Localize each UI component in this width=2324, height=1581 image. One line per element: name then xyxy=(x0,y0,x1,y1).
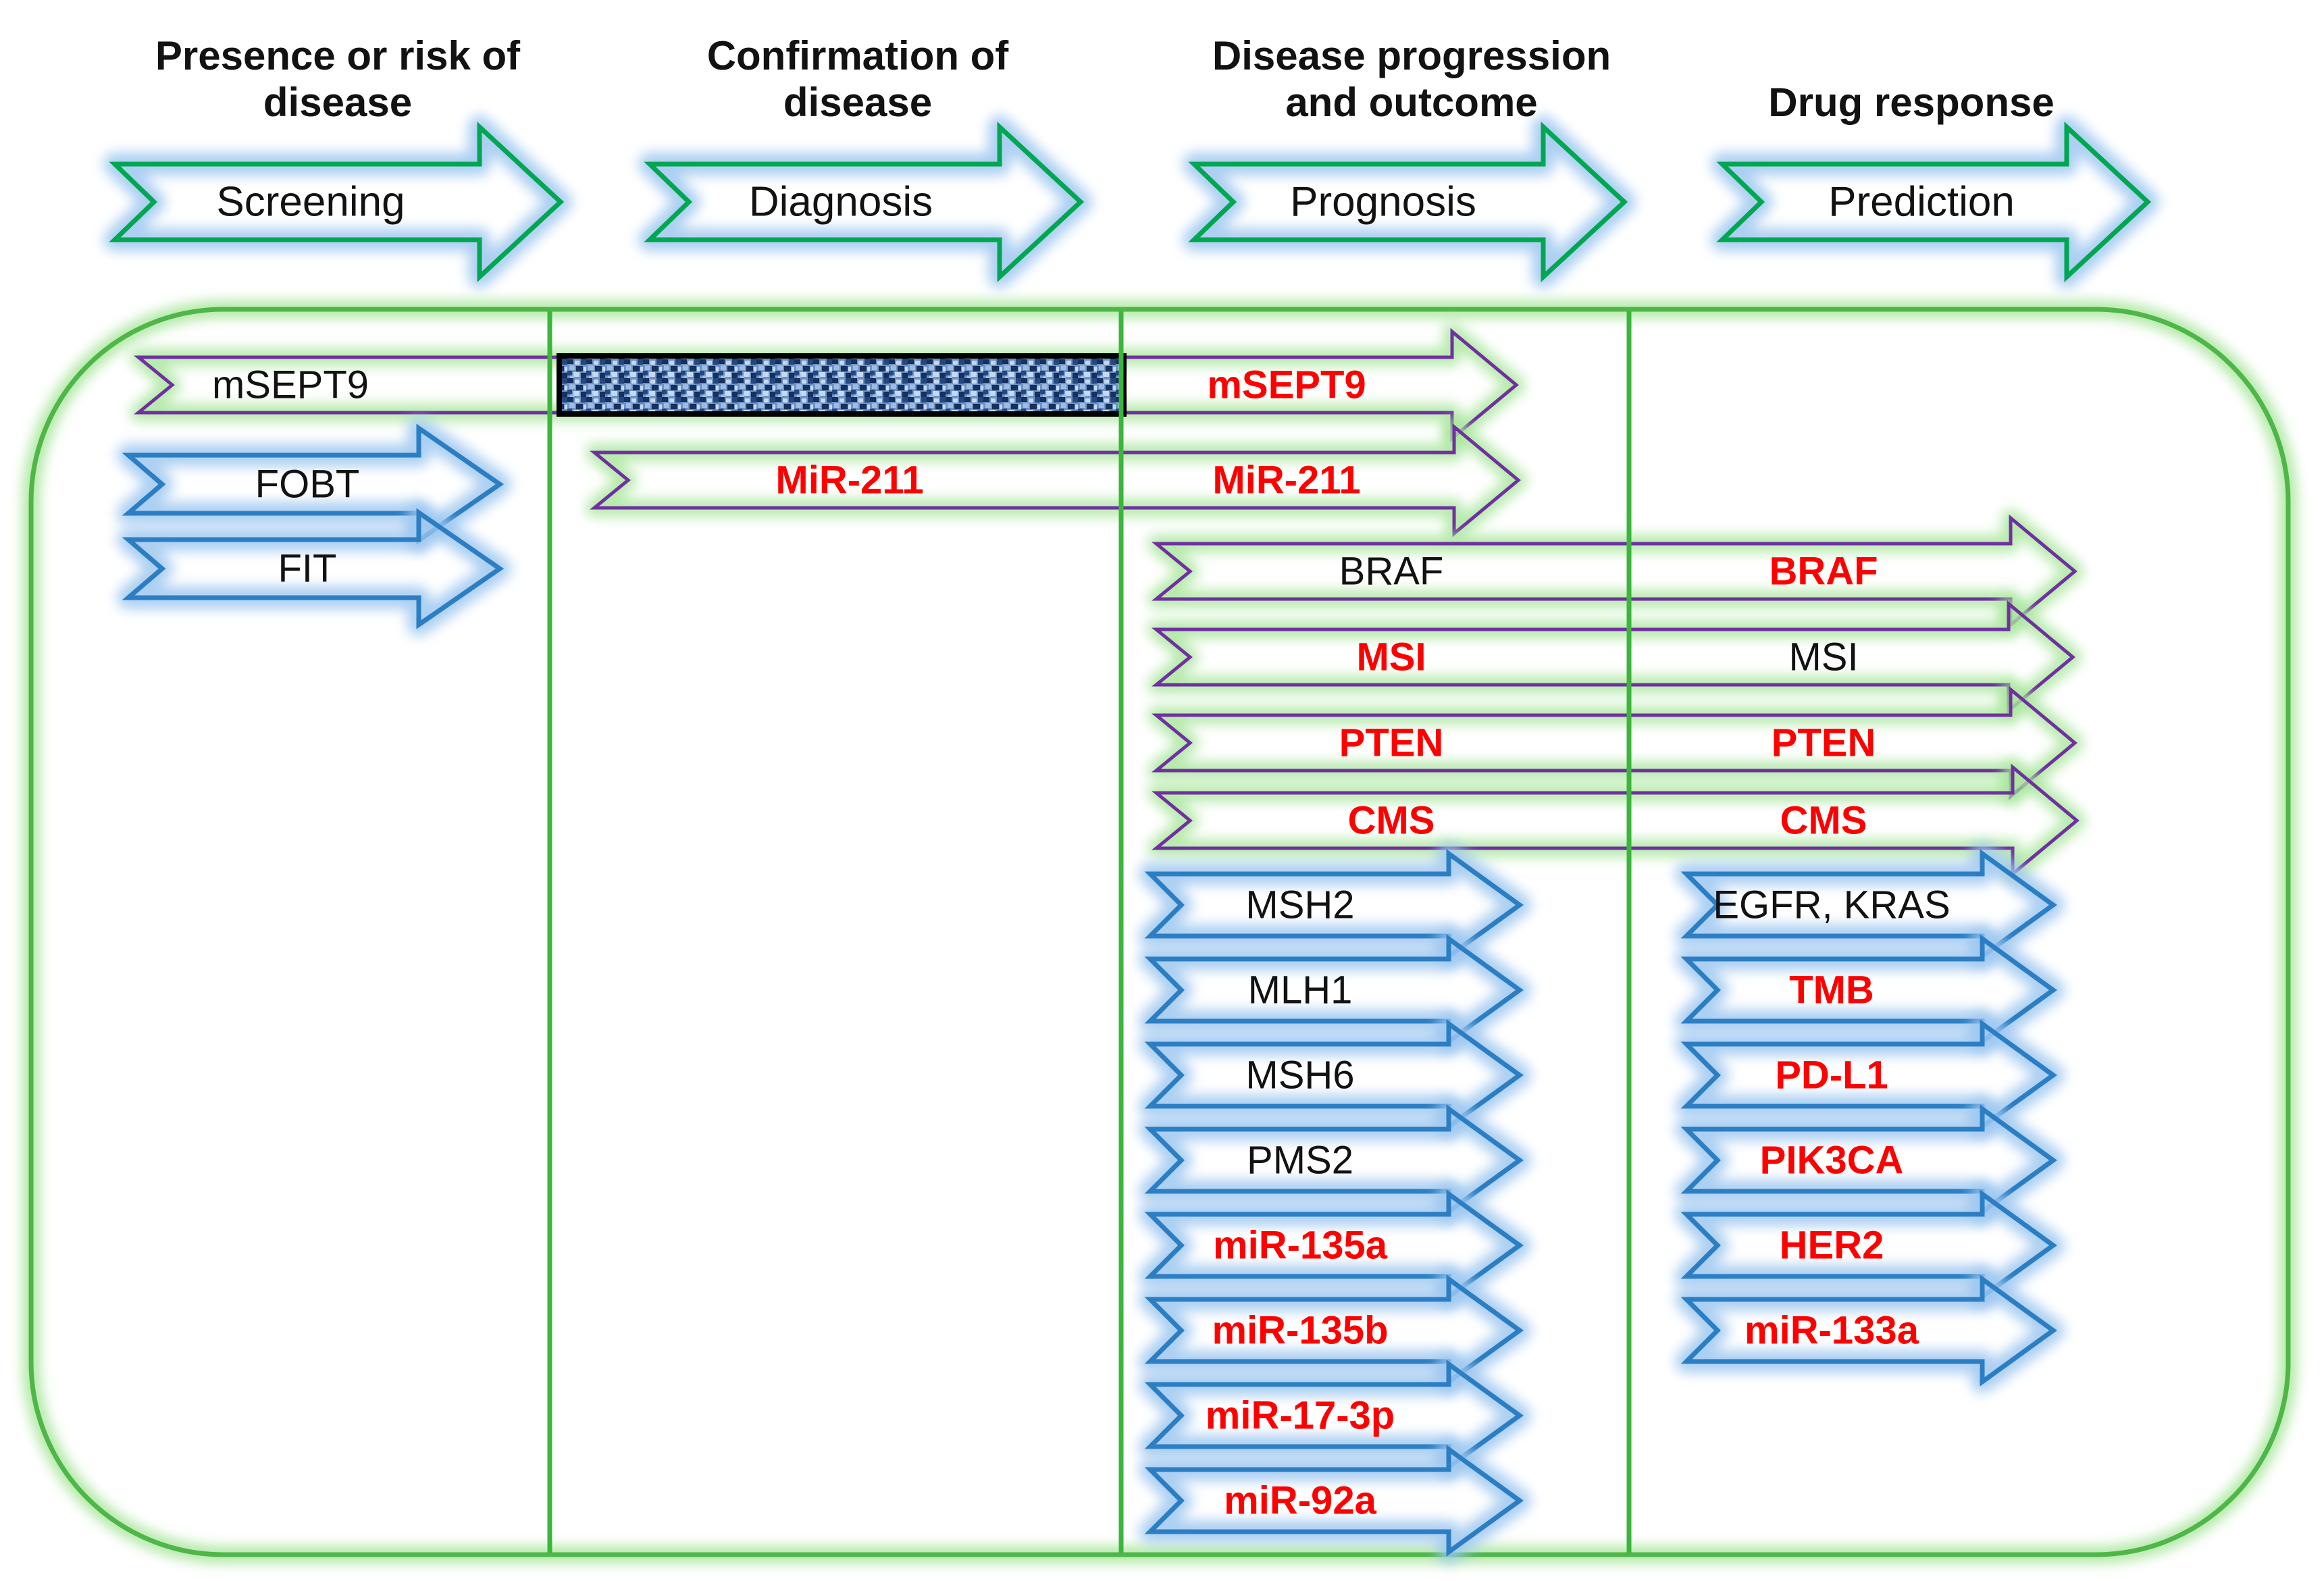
biomarker-label-MSI-1: MSI xyxy=(1788,636,1858,679)
biomarker-label-MiR-211-0: MiR-211 xyxy=(775,459,923,502)
biomarker-CMS-arrow xyxy=(1147,758,2086,883)
prediction-label-TMB: TMB xyxy=(1789,968,1874,1012)
biomarker-label-PTEN-1: PTEN xyxy=(1772,721,1876,765)
prognosis-miR-92a-arrow xyxy=(1139,1438,1531,1563)
stage-2-arrow xyxy=(1183,115,1636,288)
stage-0-arrow xyxy=(103,115,572,288)
outer-frame-border xyxy=(28,307,2291,1557)
column-header-prediction: Drug response xyxy=(1768,79,2055,125)
biomarker-BRAF-arrow xyxy=(1147,509,2084,633)
biomarker-label-BRAF-1: BRAF xyxy=(1769,550,1878,594)
prediction-miR-133a-arrow-outline xyxy=(1680,1274,2057,1386)
biomarker-MiR-211-arrow xyxy=(586,418,1527,542)
prediction-label-PD-L1: PD-L1 xyxy=(1775,1054,1888,1097)
screening-FIT-arrow xyxy=(117,501,511,636)
biomarker-label-mSEPT9-1: mSEPT9 xyxy=(1207,363,1366,407)
hatch-box xyxy=(557,353,1127,417)
biomarker-CMS-arrow-outline xyxy=(1152,763,2080,878)
stage-label-3: Prediction xyxy=(1828,179,2015,226)
biomarker-label-CMS-0: CMS xyxy=(1348,799,1435,843)
biomarker-label-MSI-0: MSI xyxy=(1356,636,1426,679)
biomarker-CMS-arrow-glow xyxy=(1147,758,2086,883)
hatch-box-rect xyxy=(557,353,1127,417)
column-header-prognosis: Disease progression and outcome xyxy=(1212,33,1611,125)
biomarker-MSI-arrow-glow xyxy=(1147,595,2082,719)
prognosis-label-miR-92a: miR-92a xyxy=(1224,1479,1376,1523)
stage-label-2: Prognosis xyxy=(1290,179,1476,226)
prediction-label-HER2: HER2 xyxy=(1780,1224,1884,1268)
stage-3-arrow-outline xyxy=(1716,121,2152,283)
stage-1-arrow-outline xyxy=(644,121,1085,283)
column-header-screening: Presence or risk of disease xyxy=(155,33,521,125)
biomarker-label-MiR-211-1: MiR-211 xyxy=(1212,459,1360,502)
screening-FIT-arrow-outline xyxy=(122,508,505,629)
prognosis-label-MSH2: MSH2 xyxy=(1245,883,1354,927)
biomarker-BRAF-arrow-outline xyxy=(1152,514,2077,629)
stage-1-arrow xyxy=(638,115,1092,288)
prognosis-label-miR-135a: miR-135a xyxy=(1213,1224,1388,1268)
prognosis-label-PMS2: PMS2 xyxy=(1247,1139,1353,1183)
prognosis-label-miR-135b: miR-135b xyxy=(1212,1309,1388,1353)
screening-label-FIT: FIT xyxy=(278,547,337,591)
outer-frame xyxy=(22,301,2297,1563)
stage-2-arrow-outline xyxy=(1188,121,1628,283)
biomarker-MiR-211-arrow-glow xyxy=(586,418,1527,542)
stage-label-0: Screening xyxy=(216,179,405,226)
biomarker-label-CMS-1: CMS xyxy=(1780,799,1867,843)
prognosis-label-MSH6: MSH6 xyxy=(1245,1054,1354,1097)
stage-3-arrow xyxy=(1711,115,2159,288)
biomarker-PTEN-arrow-outline xyxy=(1152,685,2077,800)
prediction-miR-133a-arrow xyxy=(1675,1268,2065,1393)
biomarker-MiR-211-arrow-outline xyxy=(590,423,1521,538)
column-header-diagnosis: Confirmation of disease xyxy=(706,33,1009,125)
prediction-label-miR-133a: miR-133a xyxy=(1745,1309,1919,1353)
biomarker-PTEN-arrow xyxy=(1147,681,2084,805)
biomarker-label-PTEN-0: PTEN xyxy=(1339,721,1444,765)
stage-0-arrow-outline xyxy=(109,121,565,283)
biomarker-MSI-arrow-outline xyxy=(1152,600,2075,715)
prediction-label-PIK3CA: PIK3CA xyxy=(1760,1139,1904,1183)
biomarker-MSI-arrow xyxy=(1147,595,2082,719)
stage-label-1: Diagnosis xyxy=(749,179,933,226)
prognosis-label-miR-17-3p: miR-17-3p xyxy=(1206,1394,1395,1438)
prediction-label-EGFR, KRAS: EGFR, KRAS xyxy=(1713,883,1950,927)
screening-label-FOBT: FOBT xyxy=(255,463,360,507)
biomarker-PTEN-arrow-glow xyxy=(1147,681,2084,805)
biomarker-BRAF-arrow-glow xyxy=(1147,509,2084,633)
prognosis-label-MLH1: MLH1 xyxy=(1248,968,1353,1012)
biomarker-label-BRAF-0: BRAF xyxy=(1339,550,1444,594)
biomarker-label-mSEPT9-0: mSEPT9 xyxy=(212,363,369,407)
prognosis-miR-92a-arrow-outline xyxy=(1144,1445,1524,1557)
